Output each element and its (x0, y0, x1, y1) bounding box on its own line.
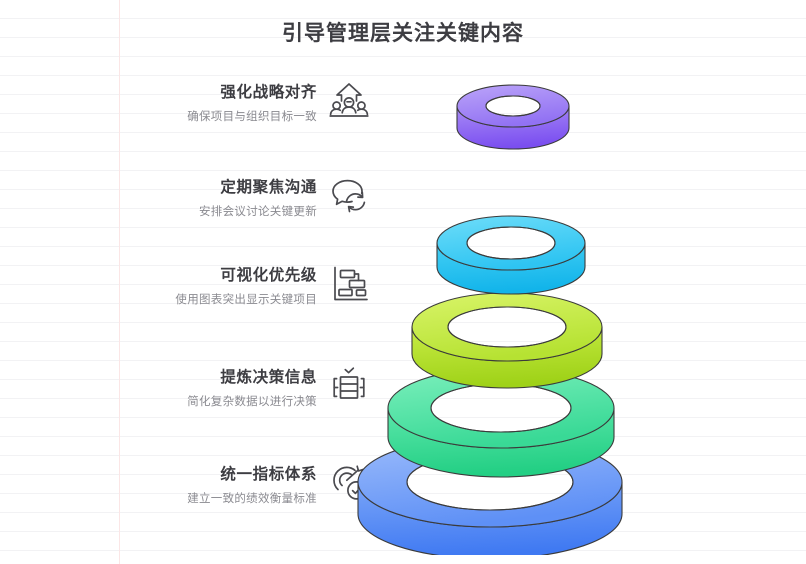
item-3-text: 可视化优先级 使用图表突出显示关键项目 (175, 263, 317, 308)
item-2-desc: 安排会议讨论关键更新 (199, 206, 317, 219)
list-item-2: 定期聚焦沟通 安排会议讨论关键更新 (120, 175, 370, 220)
item-4-desc: 简化复杂数据以进行决策 (187, 396, 317, 409)
item-5-desc: 建立一致的绩效衡量标准 (187, 493, 317, 506)
list-item-5: 统一指标体系 建立一致的绩效衡量标准 (120, 462, 370, 507)
ring-stack-graphic (340, 55, 680, 555)
item-4-title: 提炼决策信息 (220, 369, 317, 386)
list-item-4: 提炼决策信息 简化复杂数据以进行决策 (120, 365, 370, 410)
gantt-chart-icon (328, 263, 370, 305)
page-title: 引导管理层关注关键内容 (282, 22, 524, 45)
list-item-1: 强化战略对齐 确保项目与组织目标一致 (120, 80, 370, 125)
item-2-text: 定期聚焦沟通 安排会议讨论关键更新 (199, 175, 317, 220)
item-3-desc: 使用图表突出显示关键项目 (175, 294, 317, 307)
item-4-text: 提炼决策信息 简化复杂数据以进行决策 (187, 365, 317, 410)
target-check-icon (328, 462, 370, 504)
item-3-title: 可视化优先级 (220, 267, 317, 284)
item-2-title: 定期聚焦沟通 (220, 179, 317, 196)
item-1-text: 强化战略对齐 确保项目与组织目标一致 (187, 80, 317, 125)
people-arrow-up-icon (328, 80, 370, 122)
item-1-desc: 确保项目与组织目标一致 (187, 111, 317, 124)
ring-2-cyan (436, 215, 586, 295)
compress-table-check-icon (328, 365, 370, 407)
item-5-title: 统一指标体系 (220, 466, 317, 483)
speech-bubble-refresh-icon (328, 175, 370, 217)
ring-3-lime (411, 292, 603, 389)
list-item-3: 可视化优先级 使用图表突出显示关键项目 (120, 263, 370, 308)
item-1-title: 强化战略对齐 (220, 84, 317, 101)
item-5-text: 统一指标体系 建立一致的绩效衡量标准 (187, 462, 317, 507)
ring-4-emerald (387, 367, 615, 478)
ring-1-purple (456, 84, 570, 150)
